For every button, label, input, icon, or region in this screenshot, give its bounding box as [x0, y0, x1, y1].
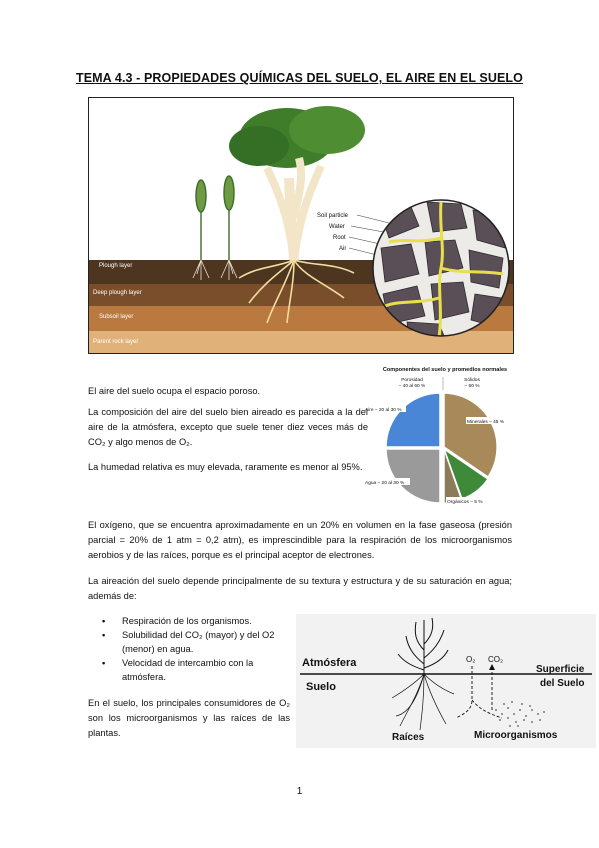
page-title: TEMA 4.3 - PROPIEDADES QUÍMICAS DEL SUEL… [75, 71, 523, 85]
raices-label: Raíces [392, 732, 425, 743]
soil-profile-figure: Plough layer Deep plough layer Subsoil l… [88, 97, 514, 354]
plant-icon [397, 617, 449, 674]
slice-aire [385, 392, 441, 448]
tree-roots [238, 259, 355, 324]
page-number: 1 [296, 786, 303, 797]
paragraph-2: La composición del aire del suelo bien a… [88, 407, 368, 447]
porosidad-value: – 40 al 60 % [399, 383, 426, 389]
callout-air: Air [339, 246, 346, 252]
wheat-roots [192, 259, 238, 280]
o2-label: O₂ [466, 655, 475, 664]
minerales-label: Minerales – 45 % [467, 419, 505, 425]
paragraph-5: La aireación del suelo depende principal… [88, 576, 512, 601]
gas-exchange-illustration: Atmósfera Suelo Superficie del Suelo Raí… [296, 614, 596, 748]
microorganisms-dots [495, 701, 545, 727]
pie-title: Componentes del suelo y promedios normal… [383, 367, 507, 373]
aire-label: Aire – 20 al 30 % [365, 407, 402, 413]
magnified-soil-circle [373, 200, 509, 336]
microorganismos-label: Microorganismos [474, 730, 558, 741]
soil-profile-illustration: Plough layer Deep plough layer Subsoil l… [89, 98, 513, 353]
callout-root: Root [333, 235, 346, 241]
layer-label-deep-plough: Deep plough layer [93, 290, 142, 296]
o2-arrow [455, 666, 473, 719]
agua-label: Agua – 20 al 30 % [365, 480, 405, 486]
paragraph-4: El oxígeno, que se encuentra aproximadam… [88, 520, 512, 560]
soil-components-figure: Componentes del suelo y promedios normal… [362, 363, 528, 511]
bullet-list: Respiración de los organismos. Solubilid… [88, 614, 290, 684]
soil-components-pie: Componentes del suelo y promedios normal… [364, 367, 526, 505]
bullet-item: Velocidad de intercambio con la atmósfer… [88, 656, 290, 684]
wheat-plants [195, 175, 235, 260]
paragraph-6: En el suelo, los principales consumidore… [88, 698, 290, 738]
layer-label-subsoil: Subsoil layer [99, 314, 133, 320]
suelo-label: Suelo [306, 681, 336, 693]
superficie-label-2: del Suelo [540, 678, 584, 689]
superficie-label-1: Superficie [536, 664, 585, 675]
organicos-label: Orgánicos – 5 % [447, 499, 483, 505]
bullet-item: Solubilidad del CO₂ (mayor) y del O2 (me… [88, 628, 290, 656]
solidos-label: Sólidos [464, 377, 480, 383]
layer-label-plough: Plough layer [99, 263, 132, 269]
porosidad-label: Porosidad [401, 377, 423, 383]
roots-icon [391, 673, 455, 731]
callout-water: Water [329, 224, 345, 230]
tree [229, 106, 365, 261]
paragraph-1: El aire del suelo ocupa el espacio poros… [88, 386, 261, 396]
bullet-item: Respiración de los organismos. [88, 614, 290, 628]
paragraph-3: La humedad relativa es muy elevada, rara… [88, 462, 363, 472]
layer-label-parent-rock: Parent rock layer [93, 339, 138, 345]
callout-soil-particle: Soil particle [317, 213, 349, 219]
gas-exchange-figure: Atmósfera Suelo Superficie del Suelo Raí… [296, 614, 596, 748]
atmosfera-label: Atmósfera [302, 657, 357, 669]
slice-agua [385, 448, 441, 504]
co2-label: CO₂ [488, 655, 503, 664]
solidos-value: – 60 % [465, 383, 481, 389]
